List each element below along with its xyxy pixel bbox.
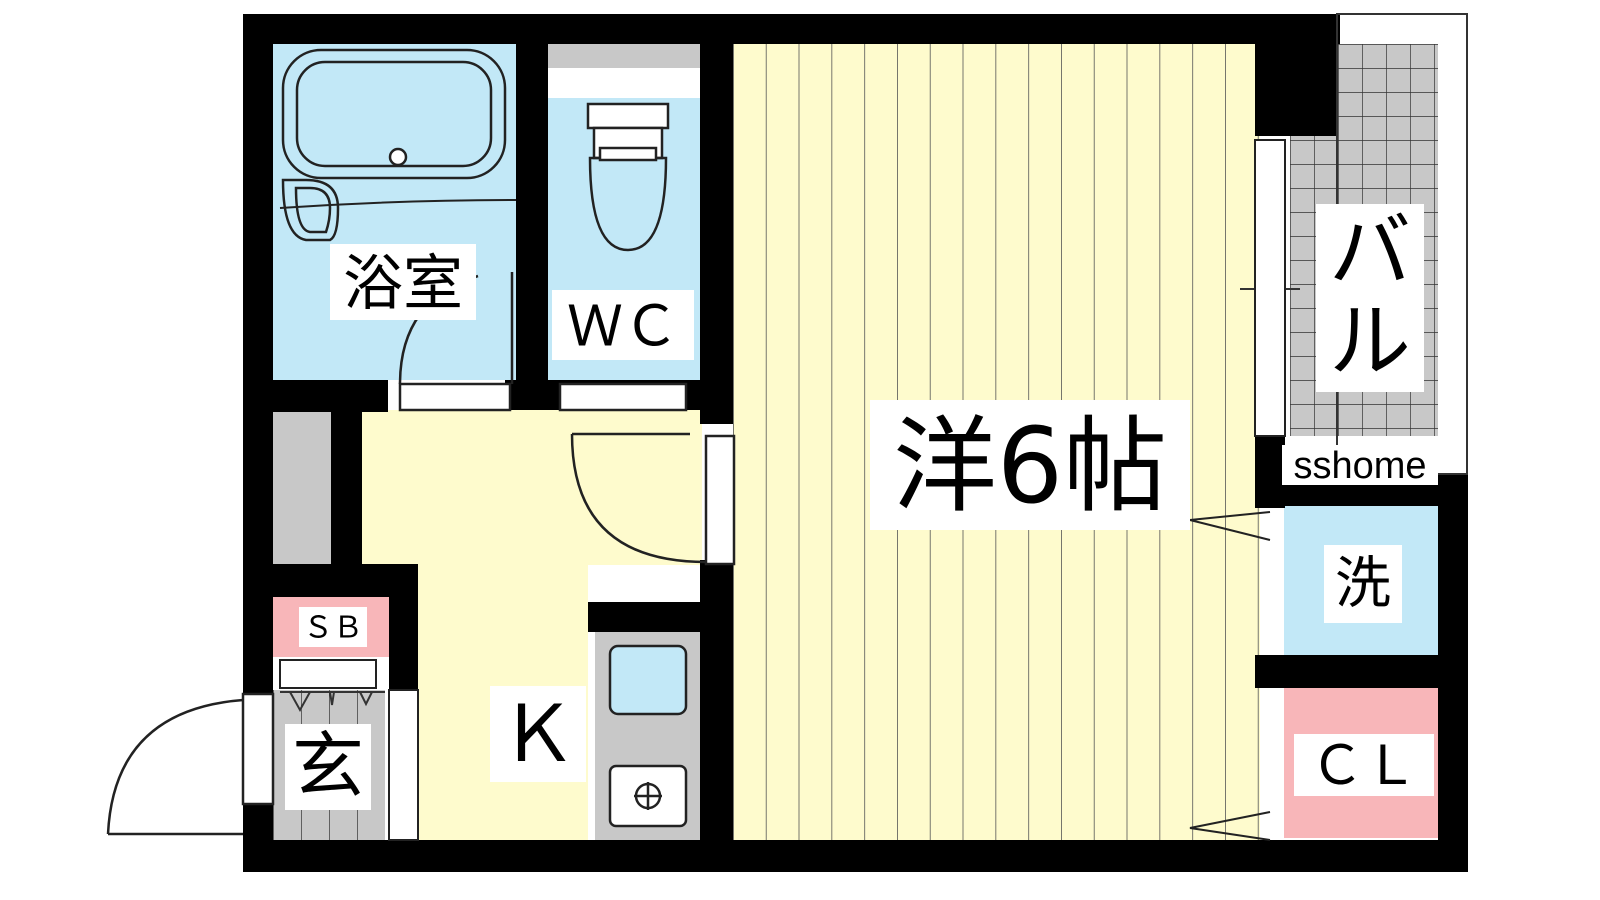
kitchen-floor-upper [362, 410, 702, 565]
shoe-box-label-bg [299, 607, 367, 647]
closet-label-bg [1294, 734, 1434, 796]
wc-door [558, 382, 736, 566]
western-room-label-bg [870, 400, 1190, 530]
closet-top-band [1284, 688, 1438, 720]
washer-label: 洗 [1335, 552, 1391, 617]
entrance-step [279, 659, 419, 841]
balcony-window [1254, 139, 1286, 437]
entrance-slats [280, 691, 385, 713]
bath-label-bg [330, 244, 476, 320]
closet-label: ＣＬ [1310, 736, 1418, 796]
wash-basin [279, 178, 517, 242]
wc-label-bg [552, 290, 694, 360]
balcony-label-2: ル [1329, 295, 1411, 390]
wc-label: ＷＣ [567, 295, 679, 358]
western-room-label: 洋6帖 [893, 405, 1167, 527]
watermark-bg [1282, 445, 1438, 485]
entrance-label-bg [285, 724, 371, 810]
walls [243, 14, 1468, 872]
stove [608, 764, 688, 828]
kitchen-sink [608, 644, 688, 716]
kitchen-label-bg [490, 686, 586, 782]
washer-label-bg [1324, 545, 1402, 623]
watermark-text: sshome [1293, 445, 1426, 487]
shoe-box-label: ＳＢ [303, 612, 363, 645]
kitchen-label: Ｋ [499, 690, 577, 778]
storage-shelf [273, 412, 331, 564]
bath-door [398, 272, 514, 412]
entrance-door [106, 692, 275, 836]
balcony-label-bg [1316, 204, 1424, 392]
toilet [586, 102, 670, 252]
bath-label: 浴室 [343, 249, 463, 319]
wc-top-shelf [548, 44, 700, 68]
bathtub [281, 48, 507, 180]
balcony-label-1: バ [1329, 205, 1411, 300]
entrance-label: 玄 [292, 724, 364, 808]
